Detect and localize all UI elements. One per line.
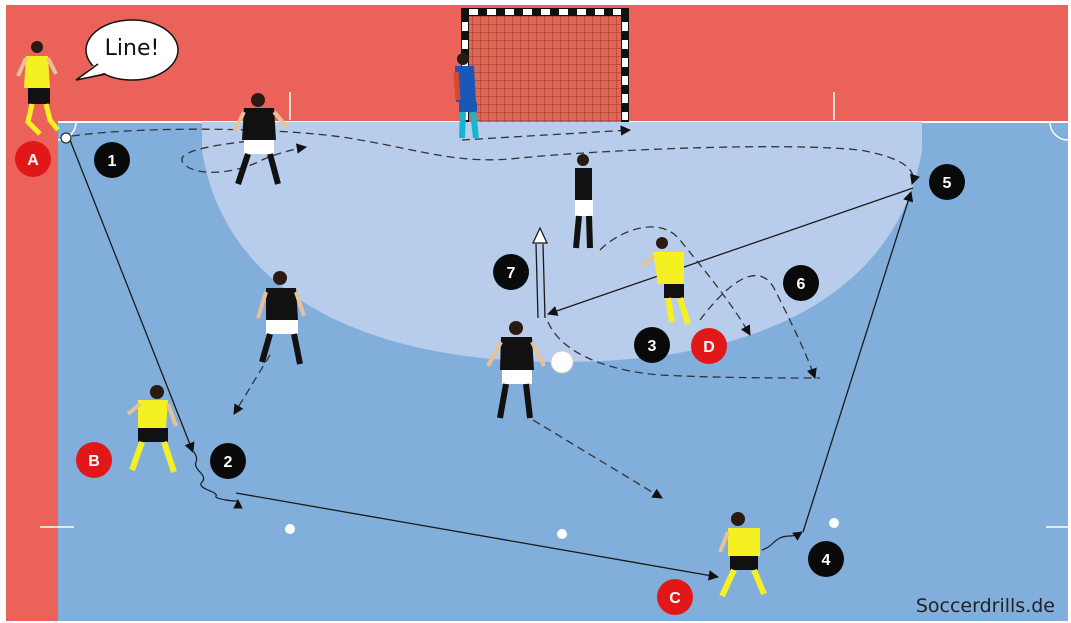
step-badge-4-label: 4 <box>822 552 831 569</box>
position-badge-c: C <box>657 579 693 615</box>
penalty-spot <box>285 524 295 534</box>
goal <box>461 8 629 122</box>
step-badge-7: 7 <box>493 254 529 290</box>
step-badge-5-label: 5 <box>943 175 952 192</box>
position-badge-a: A <box>15 141 51 177</box>
position-badge-b: B <box>76 442 112 478</box>
step-badge-2-label: 2 <box>224 454 233 471</box>
step-badge-6: 6 <box>783 265 819 301</box>
step-badge-1: 1 <box>94 142 130 178</box>
position-badge-d-label: D <box>703 339 715 356</box>
step-badge-3: 3 <box>634 327 670 363</box>
penalty-spot <box>557 529 567 539</box>
ball <box>551 351 573 373</box>
step-badge-5: 5 <box>929 164 965 200</box>
position-badge-c-label: C <box>669 590 681 607</box>
position-badge-a-label: A <box>27 152 39 169</box>
step-badge-4: 4 <box>808 541 844 577</box>
credit-text: Soccerdrills.de <box>916 595 1055 617</box>
step-badge-6-label: 6 <box>797 276 806 293</box>
position-badge-b-label: B <box>88 453 100 470</box>
step-badge-2: 2 <box>210 443 246 479</box>
penalty-spot <box>829 518 839 528</box>
speech-bubble-text: Line! <box>92 36 172 61</box>
step-badge-3-label: 3 <box>648 338 657 355</box>
step-badge-7-label: 7 <box>507 265 516 282</box>
step-badge-1-label: 1 <box>108 153 117 170</box>
position-badge-d: D <box>691 328 727 364</box>
